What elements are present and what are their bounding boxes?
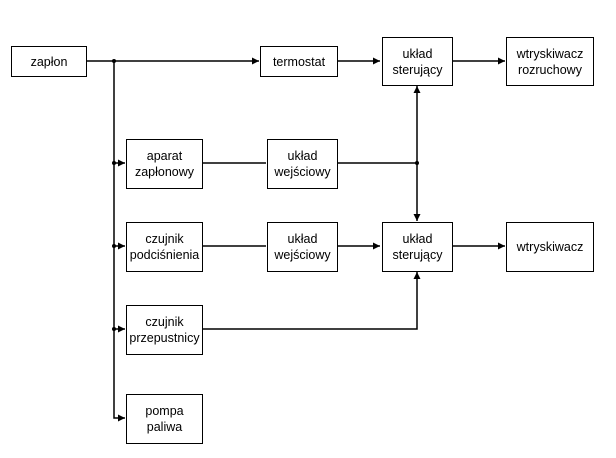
node-pompa-paliwa: pompa paliwa [126,394,203,444]
node-label: pompa paliwa [145,404,184,434]
node-termostat: termostat [260,46,338,77]
junction-dot [415,161,419,165]
node-czujnik-przepustnicy: czujnik przepustnicy [126,305,203,355]
node-label: wtryskiwacz rozruchowy [516,46,584,77]
node-label: zapłon [30,54,68,69]
node-label: układ sterujący [392,46,443,77]
node-label: układ wejściowy [274,149,331,179]
node-label: aparat zapłonowy [134,149,195,179]
node-wtryskiwacz-rozruchowy: wtryskiwacz rozruchowy [506,37,594,86]
junction-dot [112,59,116,63]
junction-dot [112,327,116,331]
node-uklad-sterujacy-1: układ sterujący [382,37,453,86]
node-wtryskiwacz: wtryskiwacz [506,222,594,272]
node-label: układ wejściowy [274,232,331,262]
node-aparat-zaplonowy: aparat zapłonowy [126,139,203,189]
node-label: czujnik przepustnicy [129,315,200,345]
node-czujnik-podcisnienia: czujnik podciśnienia [126,222,203,272]
node-uklad-sterujacy-2: układ sterujący [382,222,453,272]
node-label: wtryskiwacz [516,240,584,254]
node-label: układ sterujący [392,232,443,262]
junction-dot [112,244,116,248]
edge-czujnik-przepustnicy-uklad-sterujacy-2 [203,272,421,330]
junction-dot [112,161,116,165]
node-label: termostat [272,54,326,69]
edge-zaplon-bus [113,61,125,422]
node-uklad-wejsciowy-2: układ wejściowy [267,222,338,272]
node-uklad-wejsciowy-1: układ wejściowy [267,139,338,189]
node-zaplon: zapłon [11,46,87,77]
node-label: czujnik podciśnienia [129,232,200,262]
